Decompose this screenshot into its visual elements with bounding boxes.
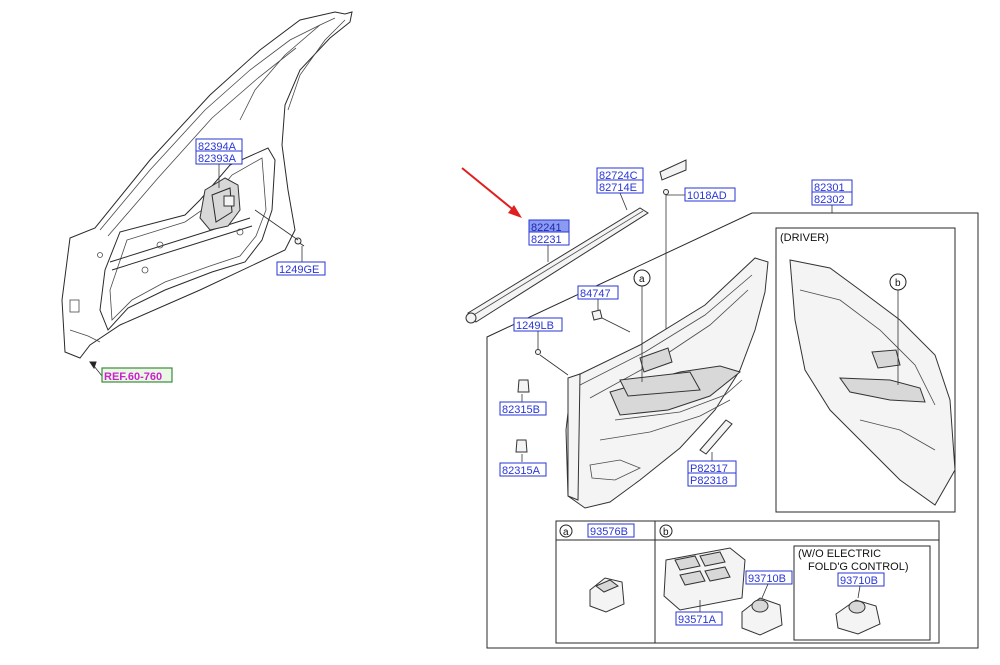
leader-82724C xyxy=(619,192,628,211)
label-1018AD[interactable]: 1018AD xyxy=(684,187,736,202)
door-trim-panel xyxy=(565,257,769,509)
label-82315B[interactable]: 82315B xyxy=(499,401,547,416)
mirror-switch-a xyxy=(741,597,783,636)
clip-82315B xyxy=(517,379,530,393)
label-93571A[interactable]: 93571A xyxy=(675,611,723,626)
text-P82317: P82317 xyxy=(690,463,728,475)
leader-84747-b xyxy=(601,317,631,333)
label-82393A[interactable]: 82393A xyxy=(195,150,243,165)
leader-1249LB-b xyxy=(539,354,569,376)
text-82714E: 82714E xyxy=(599,182,637,194)
driver-label: (DRIVER) xyxy=(780,232,829,244)
text-82302: 82302 xyxy=(814,194,845,206)
leader-93710B-b xyxy=(857,585,861,599)
text-1018AD: 1018AD xyxy=(687,190,727,202)
driver-trim-panel xyxy=(789,259,956,506)
svg-text:b: b xyxy=(663,527,669,538)
text-1249GE: 1249GE xyxy=(279,264,319,276)
leader-ref xyxy=(93,365,103,377)
red-arrow-indicator xyxy=(461,167,522,218)
clip-82315A xyxy=(515,439,528,453)
text-82315A: 82315A xyxy=(502,465,541,477)
text-82724C: 82724C xyxy=(599,170,638,182)
label-1249LB[interactable]: 1249LB xyxy=(513,317,563,332)
driver-inset-box xyxy=(775,227,956,513)
weatherstrip-82241 xyxy=(465,207,649,324)
label-82714E[interactable]: 82714E xyxy=(596,179,644,194)
text-93571A: 93571A xyxy=(678,614,717,626)
text-ref-60-760: REF.60-760 xyxy=(104,371,162,383)
switch-table xyxy=(555,520,940,644)
text-P82318: P82318 xyxy=(690,475,728,487)
wo-line2: FOLD'G CONTROL) xyxy=(808,561,909,573)
assembly-frame xyxy=(486,212,979,649)
label-82231[interactable]: 82231 xyxy=(528,231,570,246)
text-82301: 82301 xyxy=(814,182,845,194)
leader-screw-to-bracket xyxy=(254,209,299,241)
wo-line1: (W/O ELECTRIC xyxy=(798,548,881,560)
callout-a-table: a xyxy=(559,524,573,538)
label-93710B-b[interactable]: 93710B xyxy=(837,572,885,587)
clip-part xyxy=(659,159,687,181)
text-93576B: 93576B xyxy=(590,526,628,538)
svg-text:a: a xyxy=(639,274,645,285)
ref-arrowhead xyxy=(89,361,97,370)
screw-1249LB xyxy=(535,349,541,355)
door-panel-outline xyxy=(61,11,353,359)
label-82724C[interactable]: 82724C xyxy=(596,167,644,182)
clip-84747 xyxy=(591,309,603,321)
label-93710B-a[interactable]: 93710B xyxy=(745,570,793,585)
pull-handle xyxy=(699,419,733,455)
mirror-switch-b xyxy=(835,599,881,635)
text-82231: 82231 xyxy=(531,234,562,246)
label-1249GE[interactable]: 1249GE xyxy=(276,261,326,276)
text-93710B-b: 93710B xyxy=(840,575,878,587)
text-82393A: 82393A xyxy=(198,153,237,165)
label-82301[interactable]: 82301 xyxy=(811,179,853,194)
svg-text:a: a xyxy=(563,527,569,538)
text-1249LB: 1249LB xyxy=(516,320,554,332)
switch-93571A xyxy=(663,547,746,611)
inside-handle-bracket xyxy=(199,177,241,231)
callout-a: a xyxy=(633,269,651,382)
text-84747: 84747 xyxy=(580,288,611,300)
label-82302[interactable]: 82302 xyxy=(811,191,853,206)
text-82394A: 82394A xyxy=(198,141,237,153)
leader-93710B-a xyxy=(761,583,769,599)
label-84747[interactable]: 84747 xyxy=(577,285,619,300)
text-82315B: 82315B xyxy=(502,404,540,416)
label-P82317[interactable]: P82317 xyxy=(687,460,737,475)
screw-1249GE xyxy=(294,237,305,247)
fastener-1018AD xyxy=(663,189,669,195)
svg-text:b: b xyxy=(895,278,901,289)
callout-b-table: b xyxy=(659,524,673,538)
text-93710B-a: 93710B xyxy=(748,573,786,585)
callout-b-driver: b xyxy=(889,273,907,385)
label-P82318[interactable]: P82318 xyxy=(687,472,737,487)
label-93576B[interactable]: 93576B xyxy=(587,523,635,538)
wo-electric-box xyxy=(793,545,931,641)
text-82241: 82241 xyxy=(531,222,562,234)
label-ref-60-760[interactable]: REF.60-760 xyxy=(101,367,173,383)
label-82315A[interactable]: 82315A xyxy=(499,462,547,477)
switch-93576B xyxy=(589,577,625,613)
